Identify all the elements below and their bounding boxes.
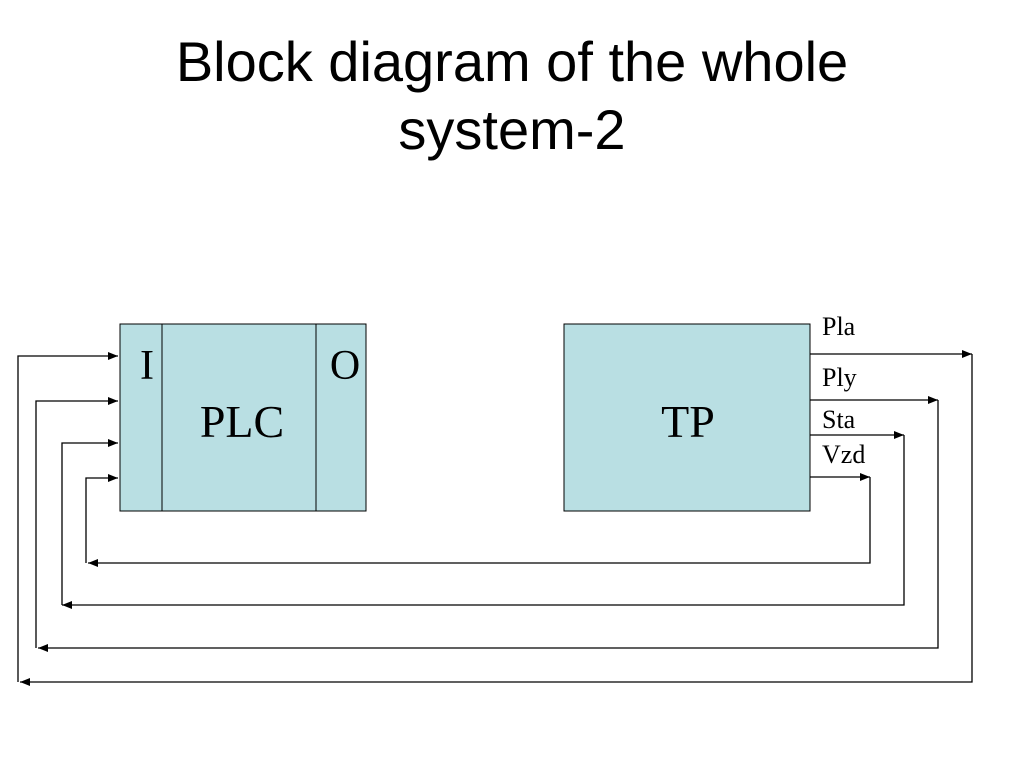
feedback-line-pla (20, 354, 973, 686)
tp-block: TP (563, 323, 811, 512)
feedback-line-vzd (88, 477, 871, 567)
input-arrow-vzd (85, 474, 118, 563)
signal-label-sta: Sta (822, 405, 856, 434)
plc-input-label: I (140, 343, 154, 389)
slide-title-line-1: Block diagram of the whole (175, 30, 849, 93)
input-arrow-ply (35, 397, 118, 648)
signal-label-vzd: Vzd (822, 440, 865, 469)
tp-block-body (563, 323, 811, 512)
signal-label-pla: Pla (822, 312, 856, 341)
signal-label-ply: Ply (822, 363, 857, 392)
slide-title-line-2: system-2 (398, 98, 626, 161)
input-arrow-pla (17, 352, 118, 682)
plc-label: PLC (200, 396, 284, 447)
input-arrow-sta (61, 439, 118, 605)
plc-block: I O PLC (119, 323, 367, 512)
feedback-line-sta (62, 435, 905, 609)
plc-output-label: O (330, 343, 360, 389)
feedback-line-ply (38, 400, 939, 652)
tp-label: TP (661, 396, 715, 447)
slide-title: Block diagram of the whole system-2 (0, 28, 1024, 164)
plc-block-body (119, 323, 367, 512)
